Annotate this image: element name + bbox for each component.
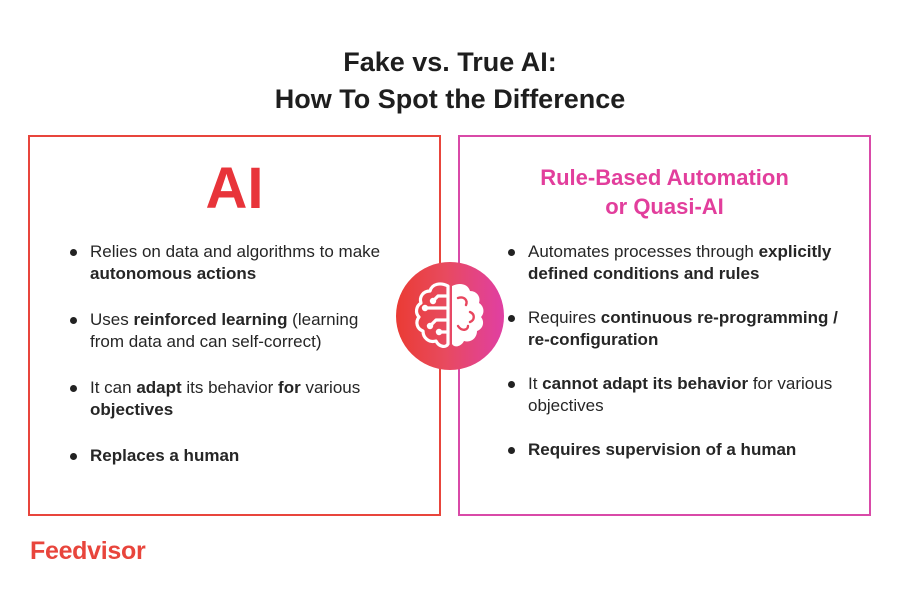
list-item: Relies on data and algorithms to make au… (70, 241, 390, 285)
brain-circuit-icon (396, 262, 504, 370)
list-item: It can adapt its behavior for various ob… (70, 377, 390, 421)
quasi-ai-panel: Rule-Based Automation or Quasi-AI Automa… (458, 135, 871, 516)
list-item: It cannot adapt its behavior for various… (508, 373, 838, 417)
list-item: Uses reinforced learning (learning from … (70, 309, 390, 353)
ai-list: Relies on data and algorithms to make au… (70, 241, 390, 491)
quasi-ai-list: Automates processes through explicitly d… (508, 241, 838, 483)
ai-heading: AI (205, 156, 264, 221)
quasi-ai-heading-line-1: Rule-Based Automation (540, 165, 789, 190)
ai-panel: AI Relies on data and algorithms to make… (28, 135, 441, 516)
quasi-ai-heading-line-2: or Quasi-AI (605, 194, 724, 219)
list-item: Requires supervision of a human (508, 439, 838, 461)
list-item: Replaces a human (70, 445, 390, 467)
feedvisor-logo: Feedvisor (30, 537, 146, 565)
quasi-ai-heading: Rule-Based Automation or Quasi-AI (460, 163, 869, 221)
title-line-2: How To Spot the Difference (274, 84, 626, 114)
list-item: Automates processes through explicitly d… (508, 241, 838, 285)
list-item: Requires continuous re-programming / re-… (508, 307, 838, 351)
title-line-1: Fake vs. True AI: (343, 47, 557, 77)
page-title: Fake vs. True AI: How To Spot the Differ… (0, 44, 900, 118)
